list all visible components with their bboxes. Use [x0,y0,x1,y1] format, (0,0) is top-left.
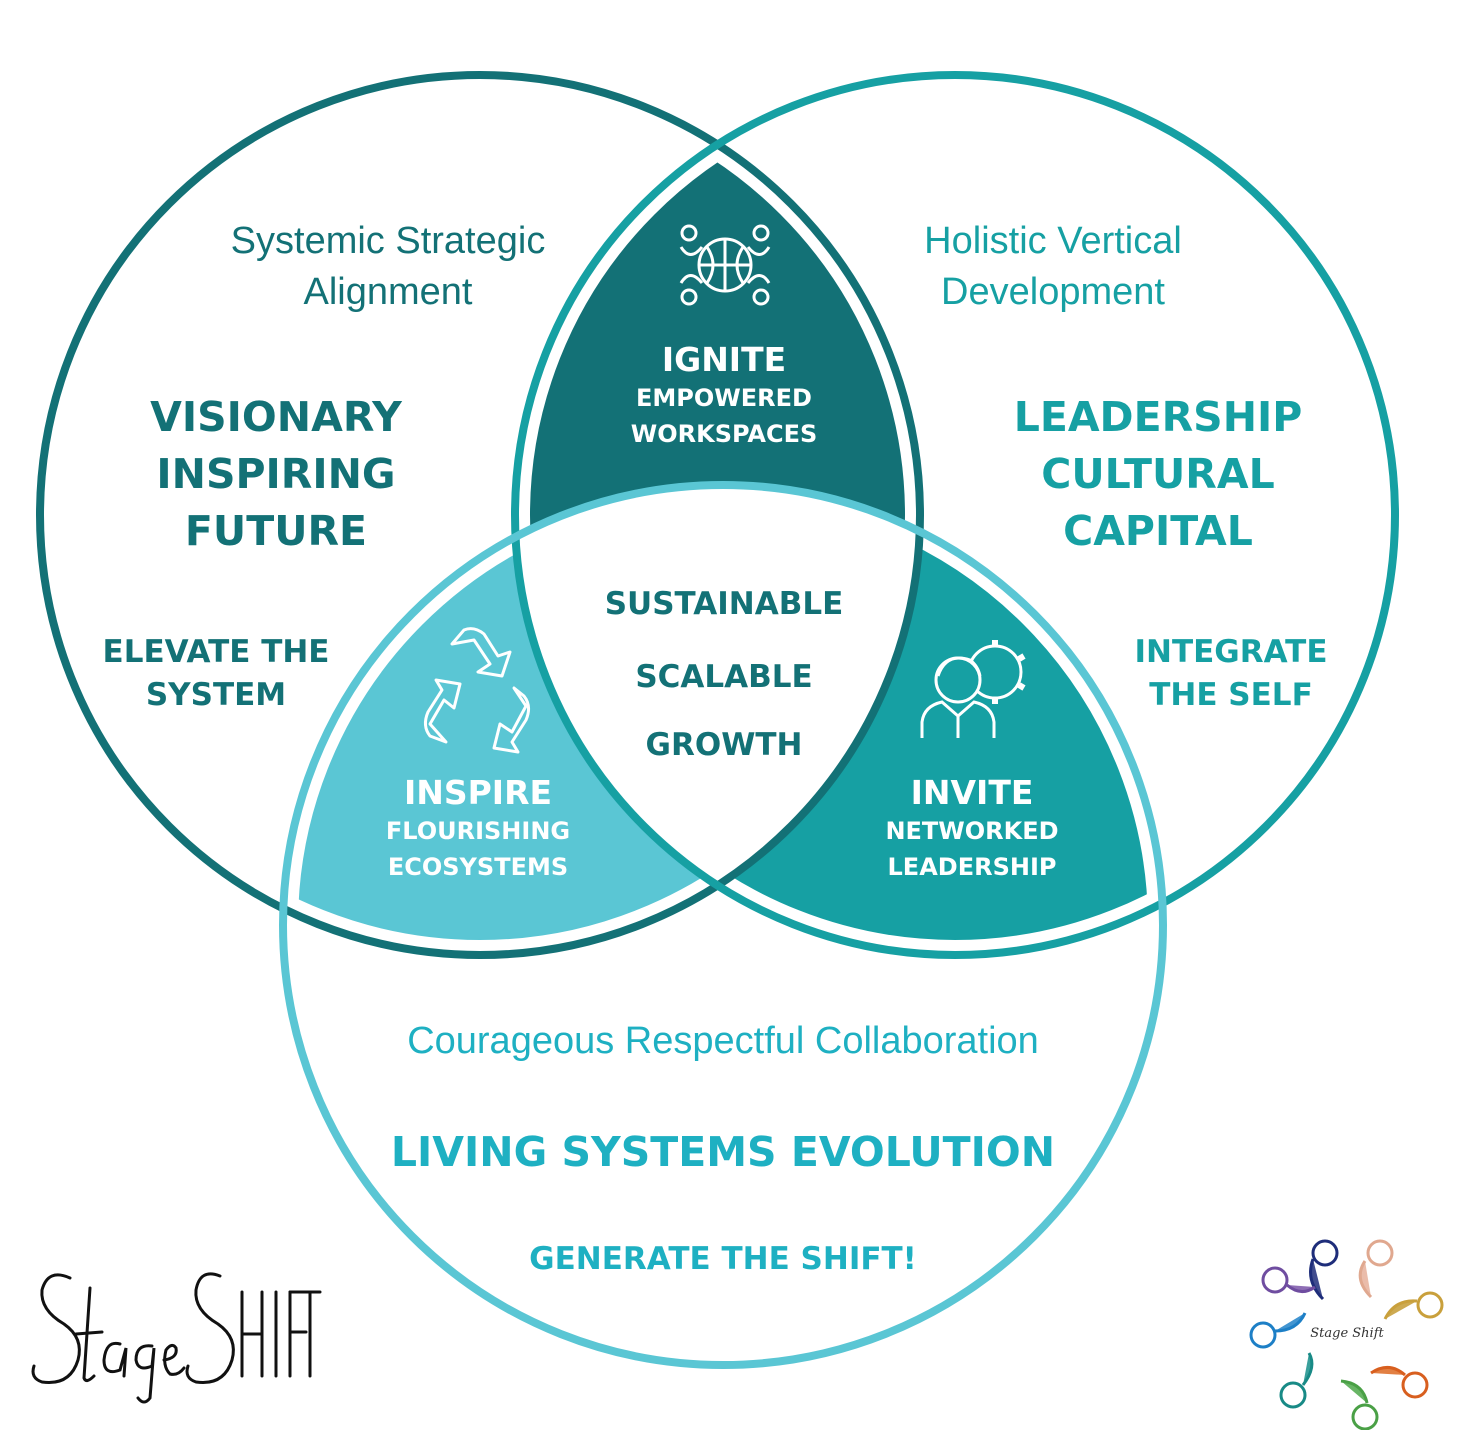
stage-shift-logo [31,1272,322,1404]
ignite-label: IGNITE EMPOWERED WORKSPACES [631,340,818,452]
left-subtitle-line1: Systemic Strategic [230,220,546,262]
circle-leadership [511,71,1399,959]
left-subtitle-line2: Alignment [303,271,473,313]
left-subtitle: Systemic Strategic Alignment [231,216,546,318]
left-title-line3: FUTURE [184,507,368,555]
invite-label: INVITE NETWORKED LEADERSHIP [885,773,1058,885]
left-title-line2: INSPIRING [156,450,396,498]
recycle-icon [423,627,531,754]
right-action-line2: THE SELF [1149,677,1313,713]
bottom-title: LIVING SYSTEMS EVOLUTION [390,1128,1056,1176]
center-line2: SCALABLE [635,659,813,695]
svg-text:Stage Shift: Stage Shift [1310,1326,1384,1341]
inspire-line1: FLOURISHING [385,817,571,845]
invite-line1: NETWORKED [885,817,1059,845]
right-title-line1: LEADERSHIP [1013,393,1303,441]
bottom-action: GENERATE THE SHIFT! [529,1241,917,1277]
left-action-line1: ELEVATE THE [102,634,330,670]
ignite-line2: WORKSPACES [630,420,818,448]
left-title-line1: VISIONARY [150,393,402,441]
inspire-line2: ECOSYSTEMS [387,853,569,881]
left-action-line2: SYSTEM [145,677,287,713]
circle-visionary [36,71,924,959]
ignite-heading: IGNITE [661,340,787,379]
right-action-line1: INTEGRATE [1134,634,1328,670]
inspire-heading: INSPIRE [403,773,553,812]
right-title-line2: CULTURAL [1041,450,1275,498]
right-subtitle-line1: Holistic Vertical [924,220,1182,262]
right-action: INTEGRATE THE SELF [1134,631,1327,717]
right-title: LEADERSHIP CULTURAL CAPITAL [1014,389,1303,560]
right-subtitle: Holistic Vertical Development [924,216,1182,318]
left-action: ELEVATE THE SYSTEM [103,631,330,717]
center-line1: SUSTAINABLE [604,586,844,622]
invite-line2: LEADERSHIP [887,853,1057,881]
team-basketball-icon [679,224,771,306]
invite-heading: INVITE [910,773,1034,812]
left-title: VISIONARY INSPIRING FUTURE [150,389,402,560]
person-gear-icon [920,640,1026,738]
center-line3: GROWTH [645,727,803,763]
right-title-line3: CAPITAL [1063,507,1253,555]
stage-shift-brand-mark: Stage Shift [1249,1239,1444,1430]
ignite-line1: EMPOWERED [636,384,812,412]
inspire-label: INSPIRE FLOURISHING ECOSYSTEMS [386,773,570,885]
right-subtitle-line2: Development [941,271,1165,313]
circle-living-systems [279,481,1167,1369]
bottom-subtitle: Courageous Respectful Collaboration [407,1020,1039,1062]
